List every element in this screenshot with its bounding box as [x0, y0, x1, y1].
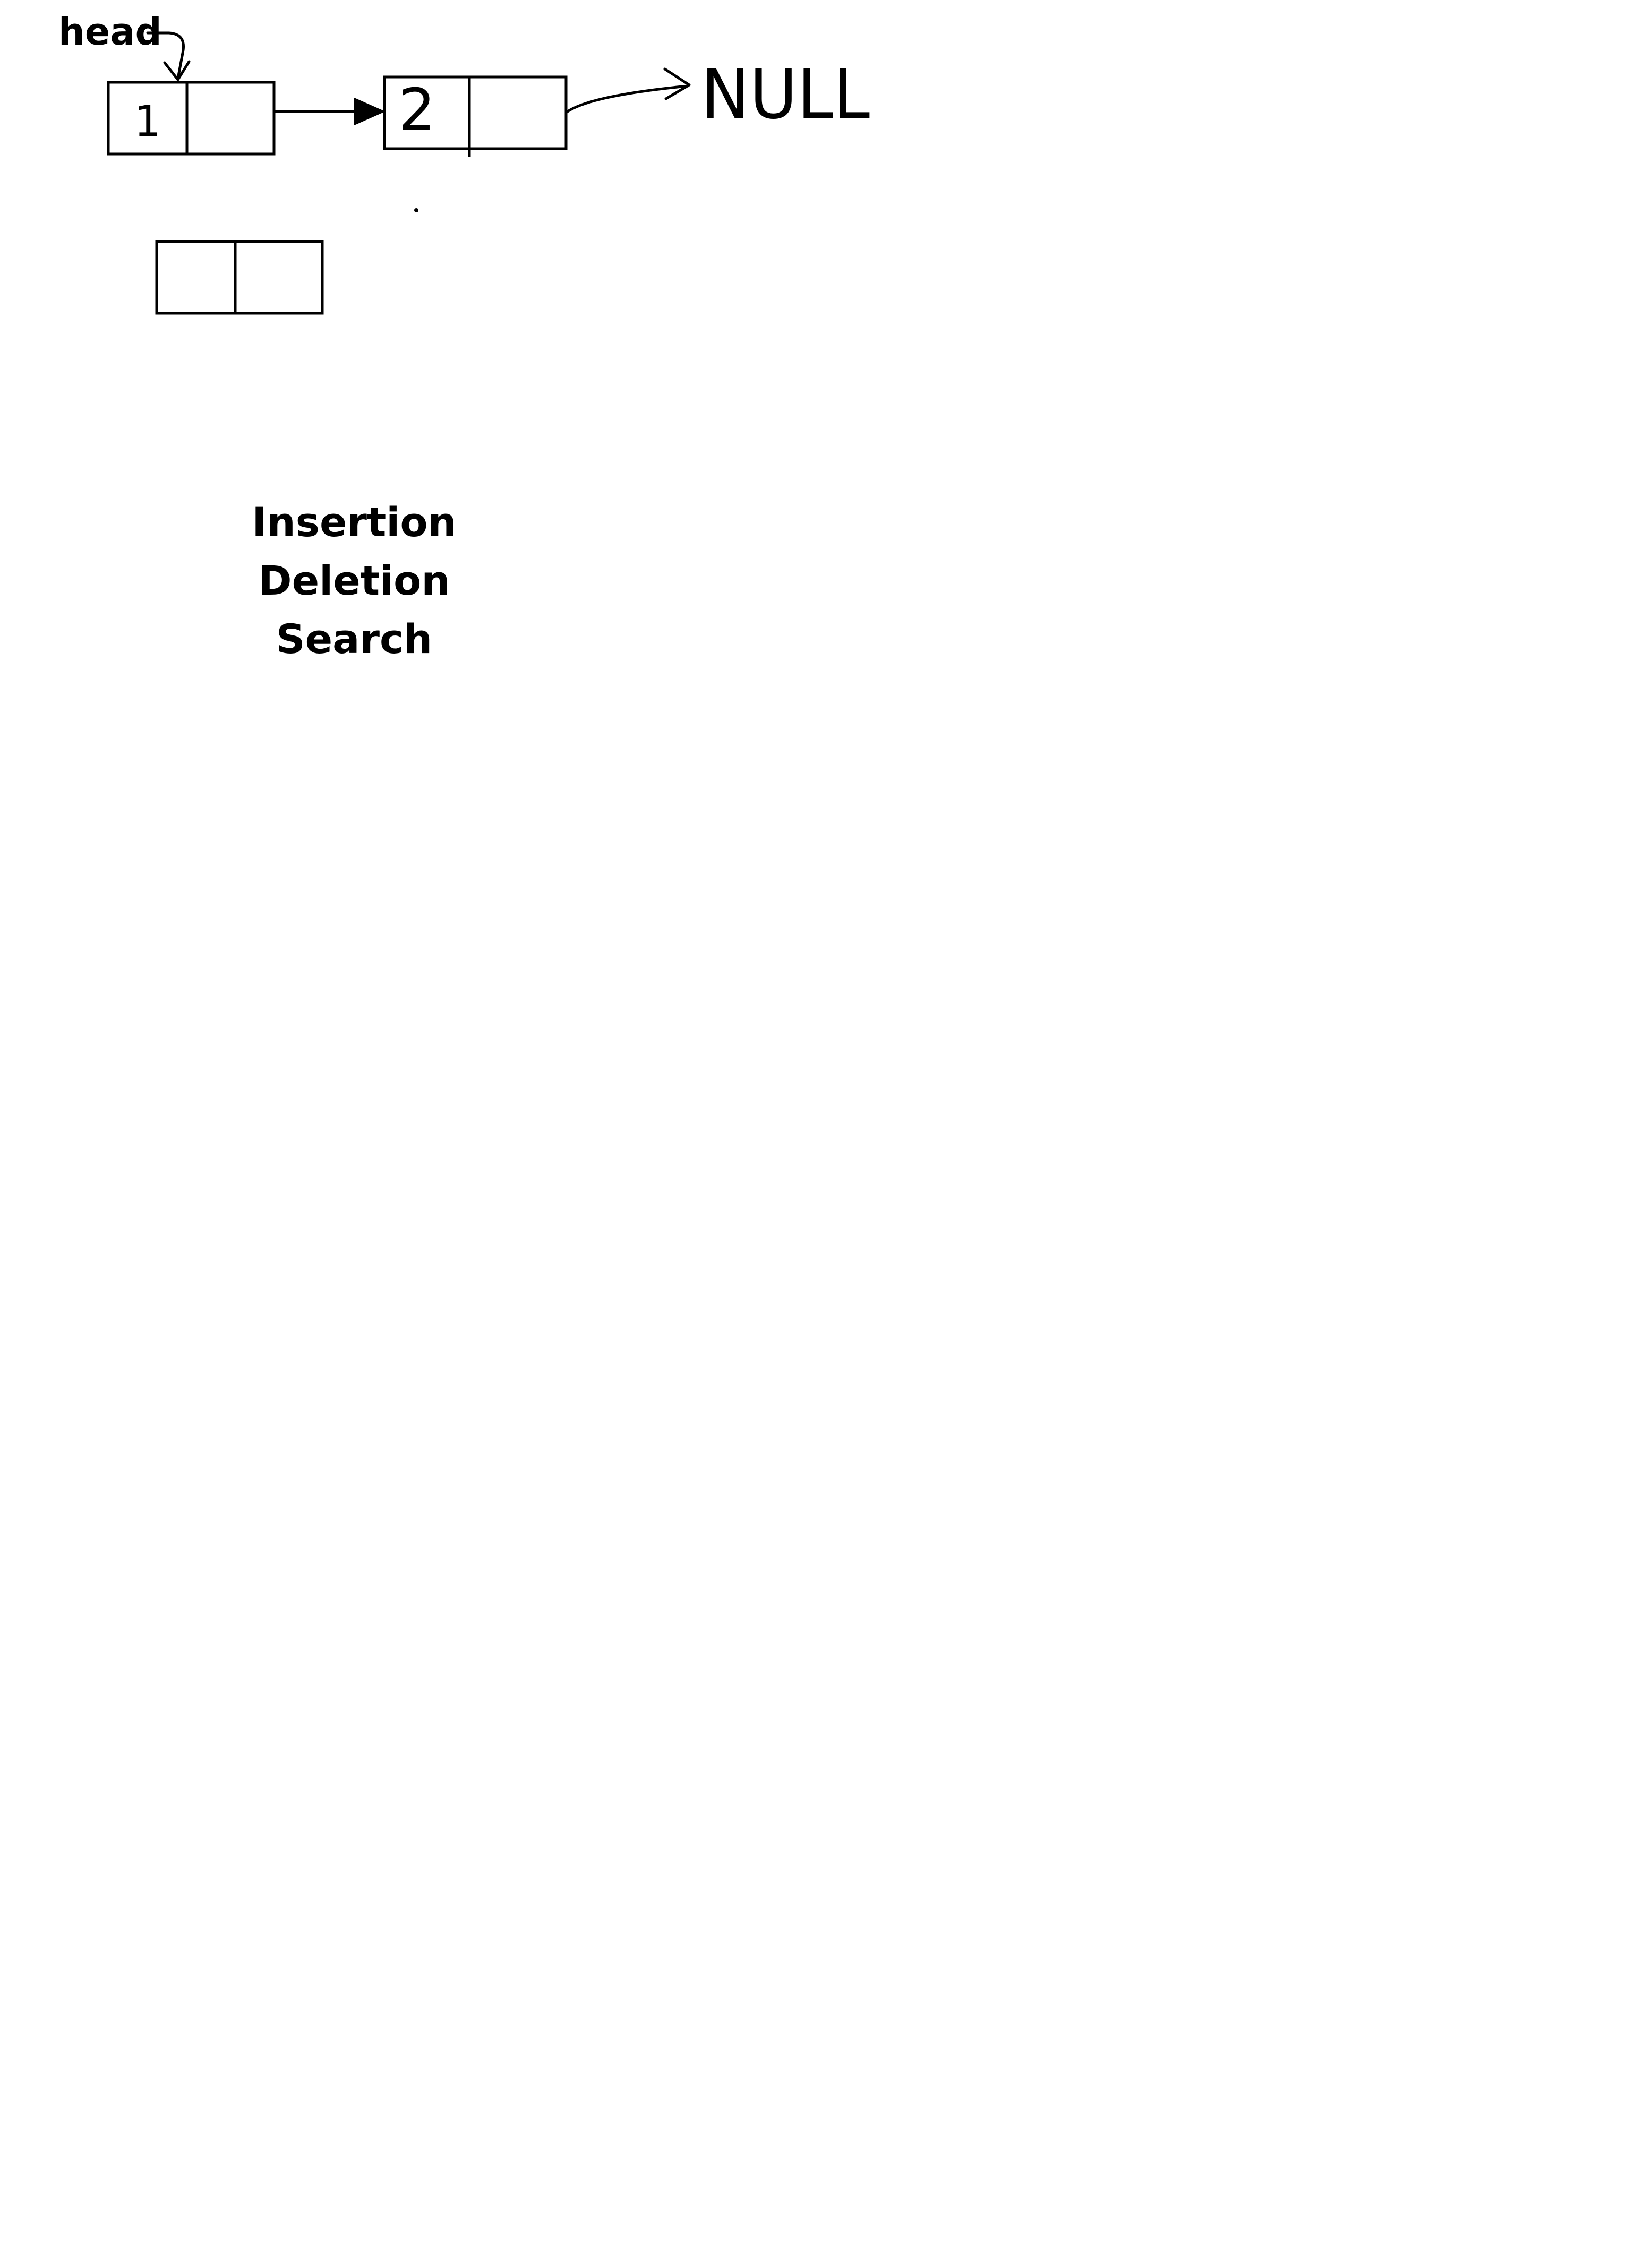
operations-list: Insertion Deletion Search — [252, 499, 456, 663]
operation-insertion: Insertion — [252, 499, 456, 546]
node-2: 2 — [383, 75, 568, 157]
operation-deletion: Deletion — [259, 557, 450, 604]
stray-dot — [414, 208, 418, 212]
node-2-box — [383, 75, 568, 150]
head-label: head — [58, 10, 162, 54]
operation-search: Search — [276, 615, 432, 663]
node-1-box — [107, 81, 276, 156]
head-pointer-arrow — [146, 31, 185, 80]
node-3 — [155, 240, 324, 315]
node-1: 1 — [107, 81, 276, 156]
node-3-box — [155, 240, 324, 315]
next-pointer-1-2-arrowhead — [354, 97, 386, 126]
head-pointer-arrowhead — [163, 60, 191, 81]
next-pointer-2-null — [564, 84, 689, 114]
node-1-value: 1 — [134, 97, 161, 146]
node-2-value: 2 — [398, 76, 435, 144]
next-pointer-2-null-arrowhead — [663, 67, 691, 100]
null-label: NULL — [701, 55, 870, 134]
